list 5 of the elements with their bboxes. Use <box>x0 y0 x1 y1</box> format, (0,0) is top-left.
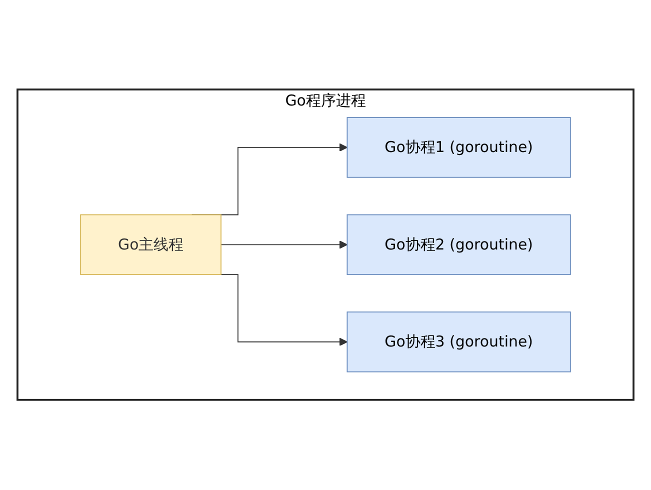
node-box <box>80 214 222 276</box>
node-box <box>346 312 571 373</box>
node-box <box>346 214 571 276</box>
arrow <box>220 240 348 250</box>
node-box <box>346 117 571 178</box>
